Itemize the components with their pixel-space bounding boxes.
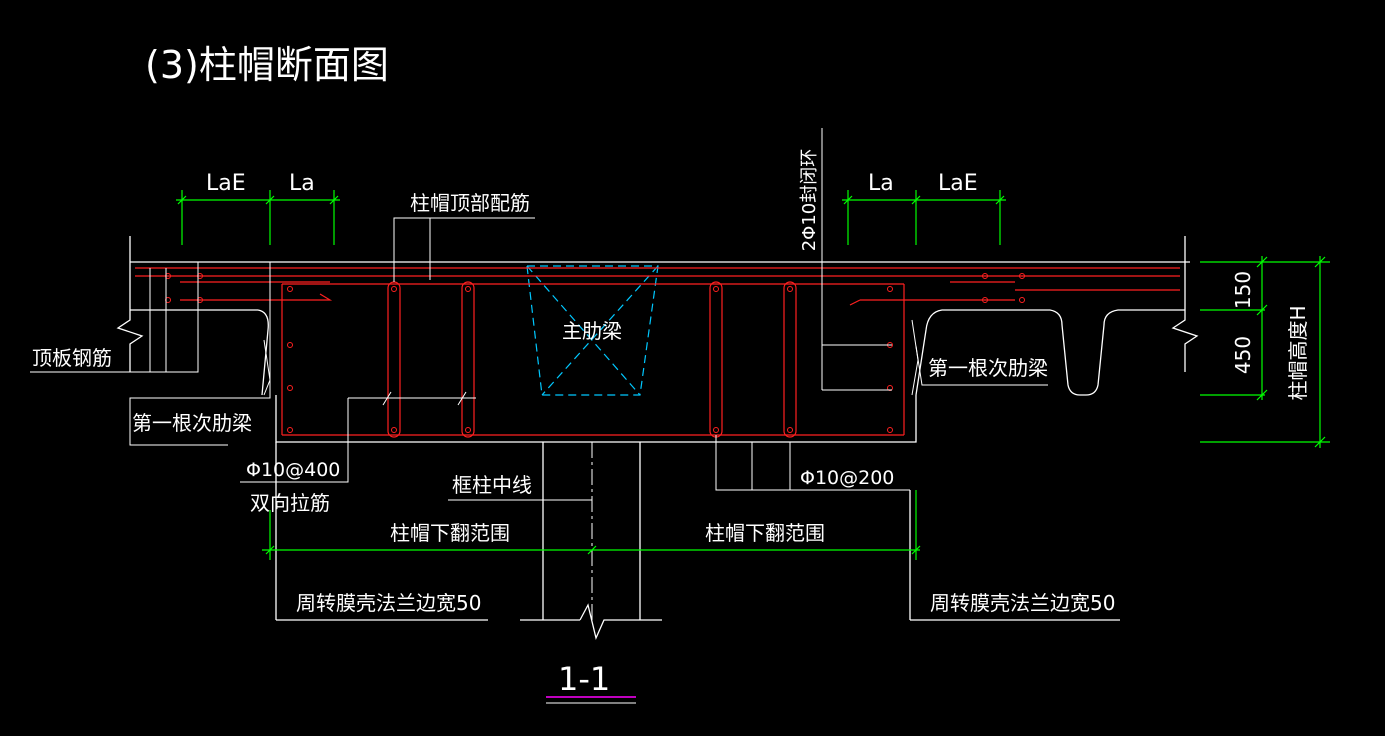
rebar — [135, 267, 1180, 438]
dim-left-la: La — [289, 171, 315, 196]
closing-ring-label: 2Φ10封闭环 — [799, 149, 820, 252]
top-right-dimensions — [842, 190, 1006, 245]
concrete-outline — [116, 236, 1199, 641]
drawing-title: (3)柱帽断面图 — [145, 43, 389, 87]
main-rib-beam — [526, 265, 659, 396]
top-left-dimensions — [176, 190, 340, 245]
dim-total-height: 柱帽高度H — [1286, 305, 1310, 400]
range-left-label: 柱帽下翻范围 — [390, 521, 510, 545]
top-rebar-label: 柱帽顶部配筋 — [410, 191, 530, 215]
leader-lines — [30, 128, 1048, 501]
dim-150: 150 — [1231, 271, 1255, 309]
main-beam-label: 主肋梁 — [562, 319, 622, 343]
stirrup-spec-label: Φ10@200 — [800, 467, 894, 489]
dim-450: 450 — [1231, 336, 1255, 374]
tie-spec-label: Φ10@400 — [246, 459, 340, 481]
first-rib-left-label: 第一根次肋梁 — [132, 411, 252, 435]
section-label: 1-1 — [558, 660, 610, 698]
flange-right-label: 周转膜壳法兰边宽50 — [930, 591, 1115, 615]
dim-right-la: La — [868, 171, 894, 196]
dim-right-lae: LaE — [938, 171, 978, 196]
rebar-dots — [165, 273, 1025, 433]
bottom-range-dimension — [262, 490, 921, 560]
flange-left-label: 周转膜壳法兰边宽50 — [296, 591, 481, 615]
dim-left-lae: LaE — [206, 171, 246, 196]
tie-desc-label: 双向拉筋 — [250, 491, 330, 515]
right-height-dimensions — [1200, 256, 1330, 448]
slab-rebar-label: 顶板钢筋 — [32, 346, 112, 370]
range-right-label: 柱帽下翻范围 — [705, 521, 825, 545]
first-rib-right-label: 第一根次肋梁 — [928, 356, 1048, 380]
column-center-label: 框柱中线 — [452, 473, 532, 497]
